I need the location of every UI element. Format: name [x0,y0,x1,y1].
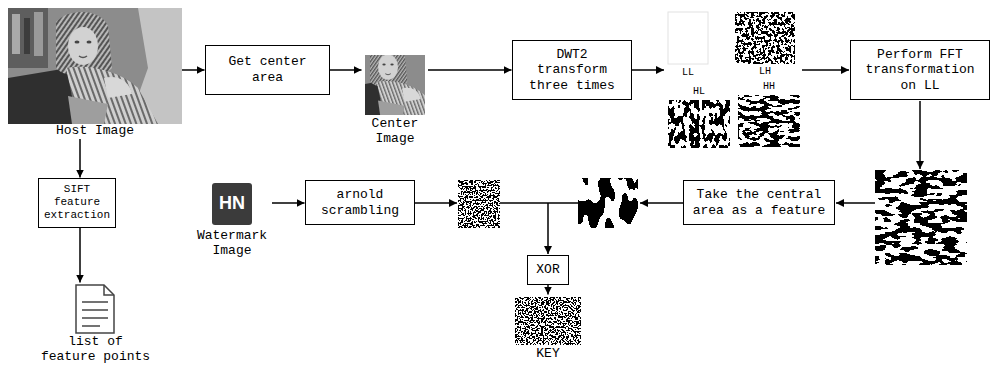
process-box: DWT2 transform three times [512,40,632,100]
arrow-connector [79,228,81,283]
node-text: list of feature points [38,335,153,365]
image-node: KEY [508,295,588,362]
node-text: XOR [536,262,559,278]
node-text: KEY [508,347,588,362]
subband-label: LL [668,67,708,79]
process-box: SIFT feature extraction [38,178,116,228]
hh-subband [738,95,800,147]
arrow-connector [330,69,362,71]
node-text: Watermark Image [192,229,272,259]
node-text: Center Image [362,117,428,147]
arrow-connector [428,69,512,71]
watermark-logo [212,183,252,225]
node-text: DWT2 transform three times [519,47,625,94]
arrow-connector [182,69,205,71]
process-box: Get center area [205,45,330,95]
node-text: arnold scrambling [312,187,408,218]
fft-spectrum [875,170,967,265]
hl-subband [668,100,730,148]
node-text: Host Image [8,124,182,139]
node-text: SIFT feature extraction [44,183,110,223]
feature-image [578,178,638,228]
logo-text: HN [212,193,252,214]
arrow-connector [547,285,549,295]
arrow-connector [79,139,81,178]
node-text: Take the central area as a feature [690,187,828,218]
center-photo [365,55,425,115]
subband-label: HH [738,81,800,93]
process-box: Take the central area as a feature [683,180,835,225]
process-box: arnold scrambling [305,180,415,225]
process-box: XOR [527,255,569,285]
scrambled-watermark [458,180,500,228]
ll-subband [668,12,708,64]
lh-subband [735,12,795,64]
node-text: Perform FFT transformation on LL [857,47,983,94]
document-icon [76,285,114,333]
node-text: Get center area [212,54,323,85]
image-node: Center Image [362,55,428,147]
process-box: Perform FFT transformation on LL [850,40,990,100]
subband-label: LH [735,66,795,78]
image-node: Host Image [8,8,182,139]
key-image [515,297,581,345]
subband-label: HL [668,86,730,98]
host-photo [8,8,182,124]
flow-lines [415,70,920,254]
image-node: list of feature points [38,283,153,365]
arrow-connector [272,202,305,204]
